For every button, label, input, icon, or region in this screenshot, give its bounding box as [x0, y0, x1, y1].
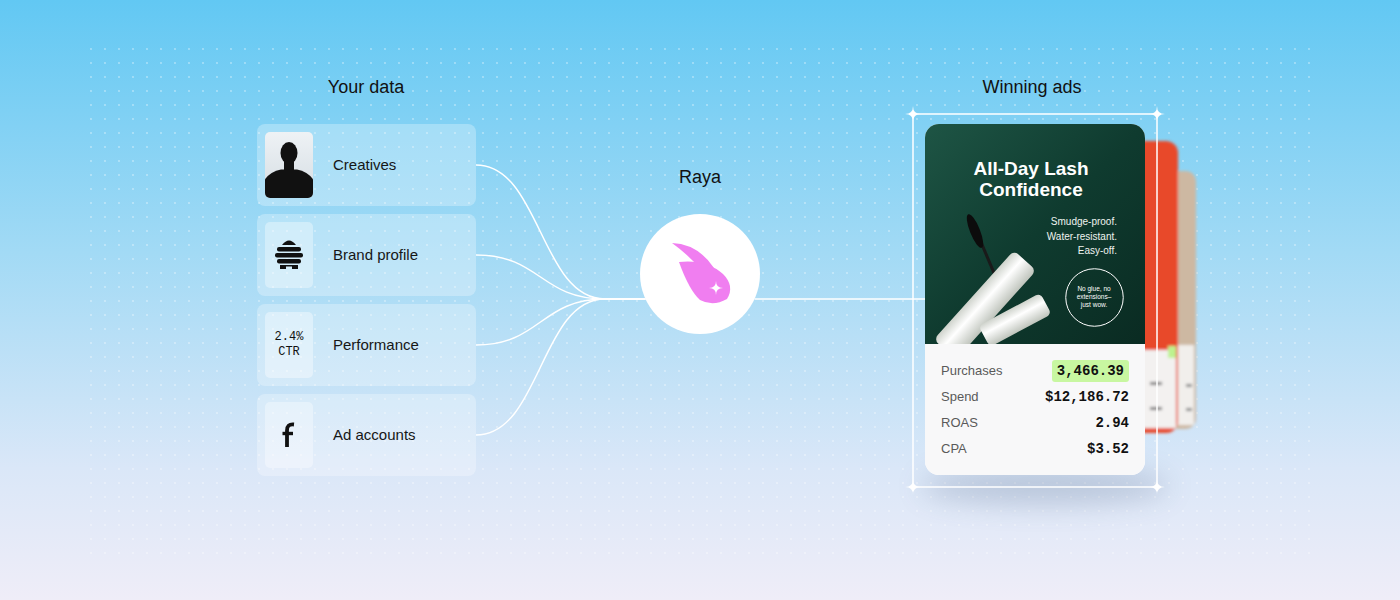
blurred-figure — [1150, 382, 1162, 385]
corner-sparkle — [1149, 106, 1165, 122]
back-card-highlight — [1168, 346, 1176, 358]
badge-text: No glue, no extensions–just wow. — [1072, 285, 1116, 309]
selection-frame — [905, 106, 1165, 495]
blurred-figure — [1150, 407, 1162, 410]
frame-outline — [913, 114, 1157, 487]
connector — [476, 165, 645, 299]
column-heading: Winning ads — [982, 77, 1081, 98]
ad-subtext: Smudge-proof. Water-resistant. Easy-off. — [1037, 215, 1117, 259]
node-title: Raya — [679, 167, 721, 188]
blurred-figure — [1186, 384, 1192, 387]
silhouette — [265, 142, 313, 198]
metric-chip: 2.4% CTR — [265, 312, 313, 378]
box-label: Creatives — [333, 156, 396, 174]
logo-disc — [640, 214, 760, 334]
box-label: Ad accounts — [333, 426, 416, 444]
connector — [755, 298, 925, 300]
metric-name: ROAS — [941, 415, 978, 431]
source-box: Performance 2.4% CTR — [257, 304, 476, 386]
hive-band — [277, 259, 301, 264]
badge-outline — [1065, 268, 1123, 326]
hive-base — [280, 265, 298, 269]
metric-name: CPA — [941, 441, 967, 457]
metric-value: $3.52 — [1087, 441, 1129, 457]
column-heading: Your data — [328, 77, 404, 98]
hive-top — [282, 241, 296, 246]
raya-logo — [640, 214, 760, 334]
icon-ground — [265, 402, 313, 468]
logo-sparkle — [709, 281, 723, 295]
box-ground — [257, 304, 476, 386]
metric-value-highlight: 3,466.39 — [1052, 360, 1129, 382]
creatives-icon — [262, 132, 316, 200]
mascara-cap — [978, 293, 1051, 347]
connector — [476, 255, 645, 299]
connector — [476, 299, 645, 345]
metric-chip-text: 2.4% CTR — [267, 330, 311, 360]
corner-sparkle — [905, 479, 921, 495]
mascara-brush — [964, 212, 987, 249]
hive-band — [275, 253, 303, 258]
facebook-icon — [265, 402, 313, 468]
source-box: Brand profile — [257, 214, 476, 296]
facebook-f-stem — [287, 424, 294, 447]
metric-value: $12,186.72 — [1045, 389, 1129, 405]
hive-band — [277, 247, 301, 252]
brand-icon — [265, 222, 313, 288]
box-ground — [257, 214, 476, 296]
logo-body — [679, 262, 730, 304]
box-grounds — [257, 124, 476, 476]
metrics-panel — [925, 344, 1145, 475]
metric-name: Purchases — [941, 363, 1002, 379]
metric-value: 2.94 — [1095, 415, 1129, 431]
source-box: Creatives — [257, 124, 476, 206]
box-ground — [257, 394, 476, 476]
corner-sparkle — [905, 106, 921, 122]
corner-sparkle — [1149, 479, 1165, 495]
metric-name: Spend — [941, 389, 979, 405]
box-label: Brand profile — [333, 246, 418, 264]
ad-card — [925, 124, 1145, 475]
raya-node: Raya — [640, 214, 760, 334]
box-ground — [257, 124, 476, 206]
source-box: Ad accounts — [257, 394, 476, 476]
connector — [476, 299, 645, 435]
dot-grid — [80, 40, 1320, 560]
icon-ground — [265, 222, 313, 288]
facebook-f-bar — [283, 432, 294, 435]
badge-circle: No glue, no extensions–just wow. — [1065, 268, 1124, 327]
card-ground — [925, 124, 1145, 475]
ad-headline: All-Day Lash Confidence — [941, 158, 1121, 200]
box-label: Performance — [333, 336, 419, 354]
silhouette-shoulders — [265, 170, 313, 199]
blurred-figure — [1186, 408, 1192, 411]
ad-card-node: All-Day Lash ConfidenceSmudge-proof. Wat… — [925, 124, 1145, 475]
